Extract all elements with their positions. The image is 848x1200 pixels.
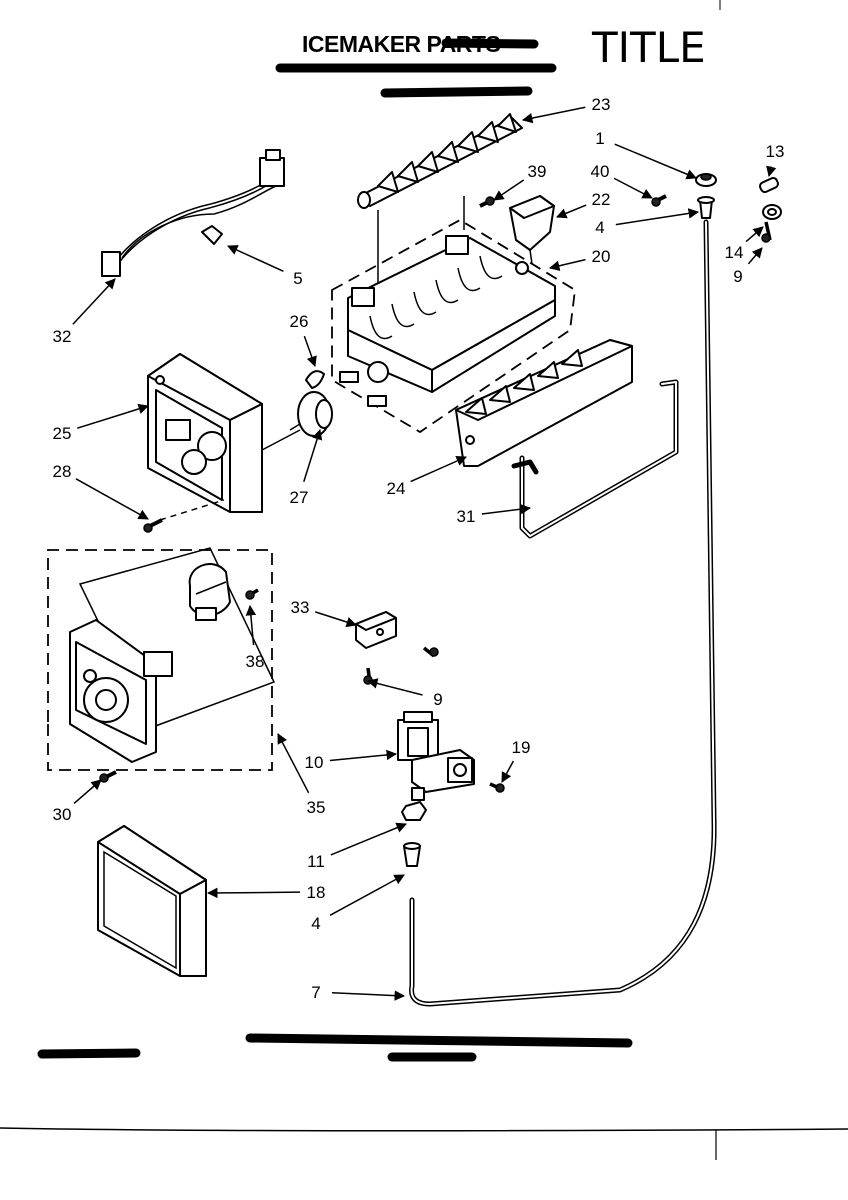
leader-line-c38 <box>245 604 257 646</box>
callout-label-c27: 27 <box>290 488 309 507</box>
leader-line-c5 <box>227 245 284 273</box>
callout-label-c38: 38 <box>246 652 265 671</box>
part-19-screw <box>489 782 505 793</box>
part-30-screw <box>99 770 117 783</box>
part-23-ejector <box>357 113 523 380</box>
leader-line-c23 <box>521 106 586 124</box>
leader-line-c25 <box>77 403 150 429</box>
leader-line-c35 <box>277 733 310 794</box>
part-39-screw <box>463 196 495 230</box>
part-4-grommet-lower <box>403 842 421 867</box>
callout-label-c39: 39 <box>528 162 547 181</box>
callout-label-c40: 40 <box>591 162 610 181</box>
leader-line-c18 <box>206 887 301 899</box>
callout-label-c14: 14 <box>725 243 744 262</box>
callout-label-c10: 10 <box>305 753 324 772</box>
part-28-screw <box>143 499 225 533</box>
callout-label-c19: 19 <box>512 738 531 757</box>
leader-line-c28 <box>75 478 149 520</box>
leader-line-c1 <box>614 143 697 180</box>
part-24-stripper <box>455 339 633 467</box>
leader-line-c19 <box>501 760 515 783</box>
part-4-grommet-top <box>697 196 715 219</box>
leader-line-c9b <box>366 678 423 696</box>
leader-line-c24 <box>410 456 467 483</box>
callout-labels: 1 40 13 4 14 9 23 39 22 20 5 32 26 25 27 28 24 31 33 38 9 10 1… <box>53 95 785 1002</box>
leader-line-c14 <box>745 226 764 243</box>
part-11-nut <box>401 801 427 821</box>
leader-line-c4b <box>329 874 405 916</box>
leader-line-c10 <box>329 749 398 762</box>
callout-label-c9b: 9 <box>433 690 442 709</box>
callout-label-c20: 20 <box>592 247 611 266</box>
leader-line-c4a <box>615 208 700 226</box>
callout-label-c28: 28 <box>53 462 72 481</box>
callout-label-c30: 30 <box>53 805 72 824</box>
part-27-bearing <box>289 391 333 437</box>
part-26-clip <box>305 370 325 389</box>
callout-label-c31: 31 <box>457 507 476 526</box>
callout-label-c23: 23 <box>592 95 611 114</box>
leader-line-c7 <box>331 990 406 1001</box>
part-40-screw <box>651 194 667 207</box>
part-5-clip <box>201 225 223 245</box>
page-edge-line <box>0 1127 848 1132</box>
callout-label-c18: 18 <box>307 883 326 902</box>
leader-line-c39 <box>493 179 525 201</box>
callout-label-c25: 25 <box>53 424 72 443</box>
callout-label-c7: 7 <box>311 983 320 1002</box>
leader-line-c9a <box>747 247 763 265</box>
part-35-module-kit <box>47 547 276 771</box>
callout-label-c32: 32 <box>53 327 72 346</box>
part-25-control-module <box>147 353 301 513</box>
callout-label-c4a: 4 <box>595 218 604 237</box>
leader-line-c20 <box>548 258 586 271</box>
callout-label-c35: 35 <box>307 798 326 817</box>
leader-line-c11 <box>330 822 407 856</box>
part-10-water-valve <box>397 711 475 801</box>
callout-label-c26: 26 <box>290 312 309 331</box>
leader-line-c27 <box>303 428 323 482</box>
water-fill-tube <box>409 219 717 1007</box>
part-22-fill-cup <box>509 195 555 265</box>
part-13-sleeve <box>759 176 779 194</box>
leader-line-c33 <box>315 611 357 628</box>
callout-label-c33: 33 <box>291 598 310 617</box>
part-33-bracket <box>355 611 397 649</box>
callout-label-c22: 22 <box>592 190 611 209</box>
leader-line-c13 <box>766 165 777 178</box>
leader-lines <box>72 106 777 1001</box>
callout-label-c11: 11 <box>307 852 325 871</box>
callout-label-c1: 1 <box>595 129 604 148</box>
redaction-marks <box>37 38 633 1062</box>
handwritten-label: TITLE <box>591 23 706 72</box>
leader-line-c40 <box>613 177 653 199</box>
callout-label-c5: 5 <box>293 269 302 288</box>
part-20-mold <box>331 218 576 434</box>
leader-line-c31 <box>481 503 532 515</box>
callout-label-c4b: 4 <box>311 914 320 933</box>
part-14-clamp <box>762 204 782 220</box>
part-18-insulation <box>97 825 207 977</box>
leader-line-c26 <box>303 335 317 367</box>
callout-label-c13: 13 <box>766 142 785 161</box>
leader-line-c32 <box>72 278 116 325</box>
part-9-screws-lower <box>363 646 439 685</box>
part-31-shutoff-arm <box>511 379 679 539</box>
part-1-tube-clamp <box>695 173 717 187</box>
leader-line-c22 <box>556 204 587 219</box>
callout-label-c9a: 9 <box>733 267 742 286</box>
part-9-screw-top <box>761 221 772 243</box>
part-32-wire-harness <box>101 149 285 277</box>
callout-label-c24: 24 <box>387 479 406 498</box>
leader-line-c30 <box>73 779 102 805</box>
